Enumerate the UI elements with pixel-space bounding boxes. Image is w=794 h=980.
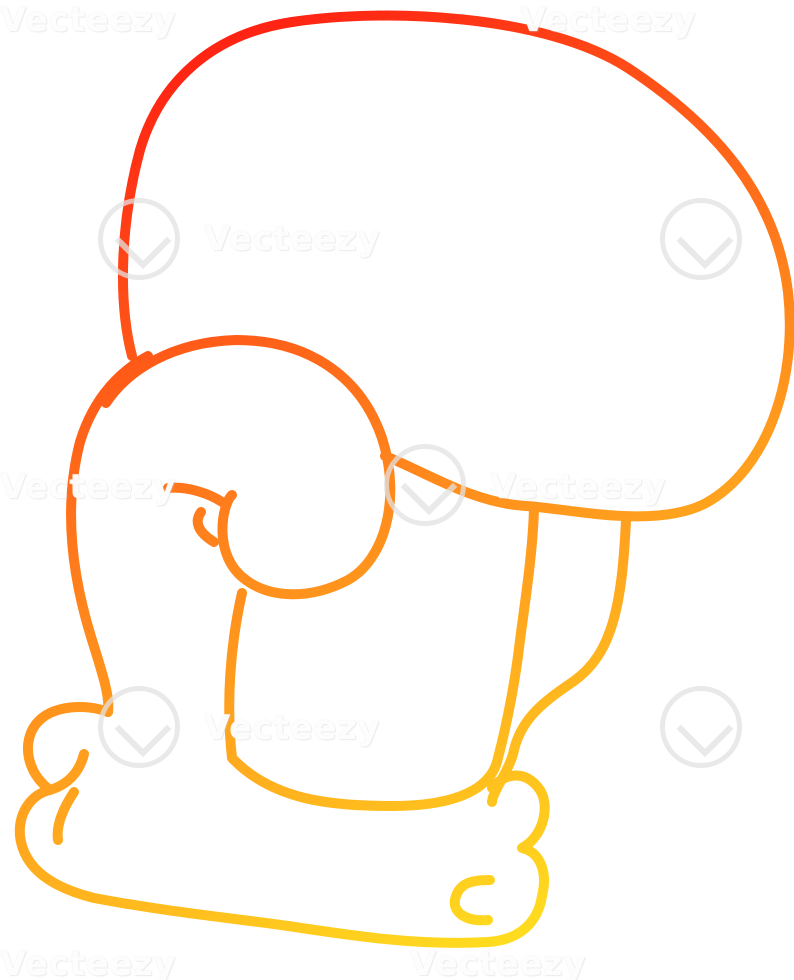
cuff-fold-left xyxy=(45,749,89,845)
glove-palm-outline xyxy=(224,503,539,811)
glove-top-outline xyxy=(118,10,794,522)
cuff-fold-right xyxy=(449,875,495,926)
glove-cuff-outline xyxy=(14,702,550,948)
glove-side-outline xyxy=(65,351,153,717)
glove-thumb-outline xyxy=(101,335,396,600)
glove-thumb-crease xyxy=(163,482,227,547)
glove-back-outline xyxy=(487,515,631,807)
